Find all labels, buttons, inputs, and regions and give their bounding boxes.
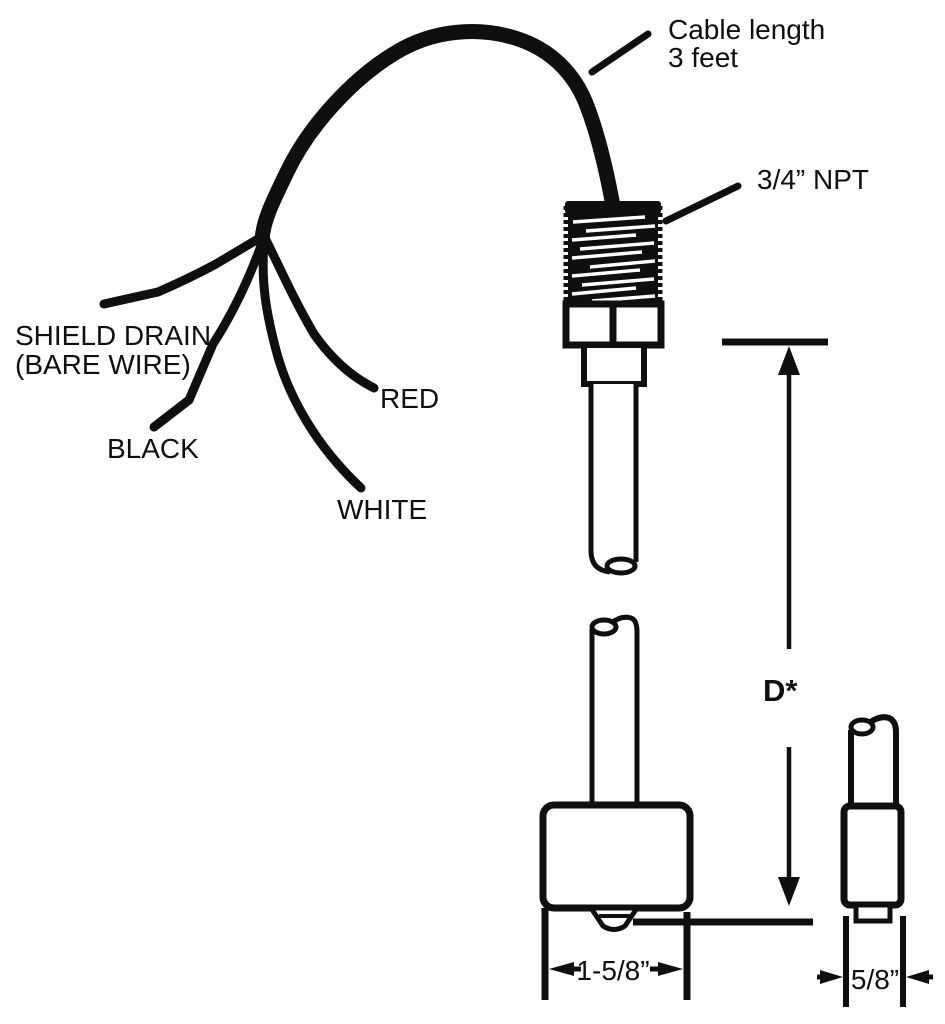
side-width-dimension-label: 5/8” (851, 964, 899, 995)
wire-red (261, 235, 379, 393)
npt-leader-line (662, 182, 742, 225)
upper-stem-break-ellipse (604, 556, 638, 576)
wire-white (258, 239, 366, 493)
black-wire-label: BLACK (107, 433, 199, 464)
thread-top-cap (565, 201, 661, 214)
dim-insertion-depth (633, 338, 828, 926)
dim-body-arrow-left (549, 962, 574, 976)
thread-crests (571, 215, 656, 303)
shield-drain-label-line2: (BARE WIRE) (15, 349, 191, 380)
cable-length-label-line1: Cable length (668, 14, 825, 45)
dim-d-arrow-down (778, 877, 800, 906)
sensor-tip (588, 905, 640, 932)
upper-stem-fill (592, 384, 636, 562)
sensor-body (539, 801, 694, 932)
depth-dimension-label: D* (763, 673, 798, 708)
upper-stem (588, 384, 639, 576)
red-wire-label: RED (380, 383, 439, 414)
upper-stem-left-edge (588, 384, 611, 575)
side-body-step (853, 902, 893, 924)
side-view-probe (840, 714, 905, 924)
shield-drain-label-line1: SHIELD DRAIN (15, 320, 211, 351)
dim-side-arrow-left (820, 970, 843, 984)
npt-label: 3/4” NPT (757, 164, 869, 195)
lower-stem (589, 614, 640, 808)
side-stem-fill (853, 727, 894, 807)
side-stem-right-edge (867, 714, 899, 806)
cable-and-wires (99, 24, 621, 493)
dim-side-width (817, 916, 933, 1007)
dim-d-arrow-up (778, 346, 800, 375)
wire-black (149, 238, 267, 432)
npt-fitting (562, 201, 665, 387)
dim-body-arrow-right (658, 962, 683, 976)
side-body-outline (840, 802, 905, 909)
white-wire-label: WHITE (337, 494, 427, 525)
cable-length-leader-line (588, 30, 652, 76)
cable-curve (254, 24, 621, 248)
lower-stem-right-edge (609, 614, 640, 806)
dim-body-width (541, 908, 691, 1000)
lower-stem-fill (594, 626, 635, 808)
lower-stem-break-ellipse (589, 617, 619, 637)
dim-side-arrow-right (906, 970, 929, 984)
side-stem-break-ellipse (848, 717, 876, 737)
cable-length-label-line2: 3 feet (668, 42, 738, 73)
fitting-neck (581, 342, 647, 387)
wire-shield (99, 231, 268, 309)
sensor-body-outline (539, 801, 694, 912)
body-width-dimension-label: 1-5/8” (576, 955, 649, 986)
